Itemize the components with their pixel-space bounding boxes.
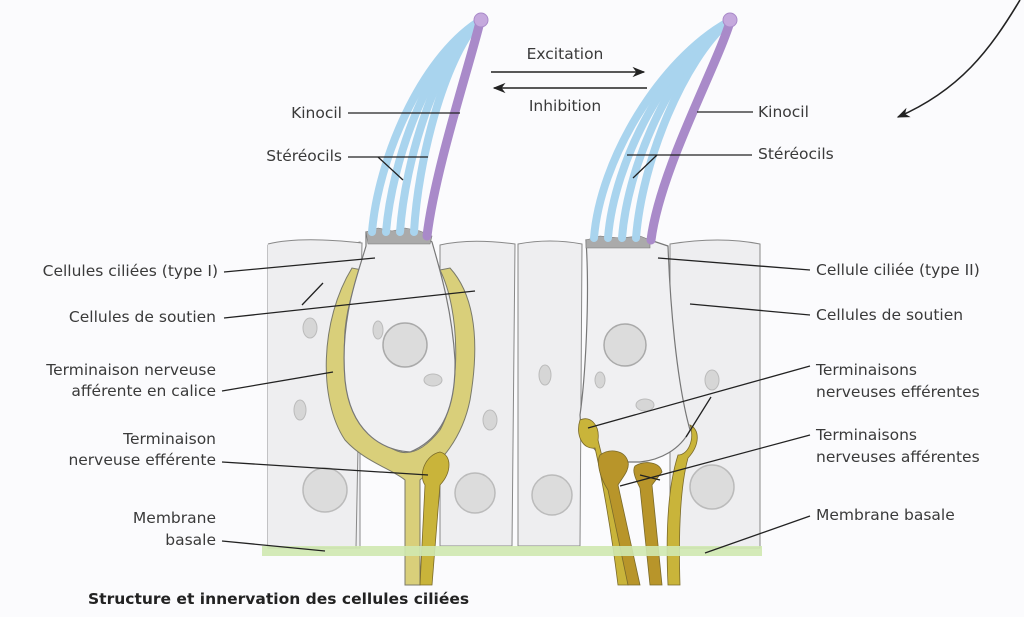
type2-hair-cell [578, 235, 698, 586]
membrane-label-right: Membrane basale [816, 506, 955, 524]
stereocil [410, 18, 482, 236]
calyx-label-line2: afférente en calice [71, 382, 216, 400]
mitochondrion [423, 373, 443, 387]
efferent-label-line2: nerveuse efférente [68, 451, 216, 469]
kinocil [646, 17, 735, 245]
stereocil [632, 18, 732, 242]
leader-lines-right [587, 111, 811, 554]
excitation-label: Excitation [526, 45, 604, 63]
afferent-terminals-label-line1: Terminaisons [816, 426, 917, 444]
curved-arrow [896, 0, 1021, 118]
figure-caption: Structure et innervation des cellules ci… [88, 590, 470, 608]
efferent-terminals-label-line1: Terminaisons [816, 361, 917, 379]
nucleus [603, 323, 647, 367]
hair-bundle-left [368, 12, 489, 241]
supporting-cells-label-left: Cellules de soutien [68, 308, 216, 326]
kinocil [422, 17, 485, 241]
type2-hair-cell-label: Cellule ciliée (type II) [816, 261, 980, 279]
supporting-cell-nuclei [293, 317, 735, 516]
efferent-label-line1: Terminaison [123, 430, 216, 448]
kinocil-label-right: Kinocil [758, 103, 809, 121]
stereocils-label-right: Stéréocils [758, 145, 834, 163]
inhibition-label: Inhibition [528, 97, 602, 115]
supporting-cells-label-right: Cellules de soutien [816, 306, 964, 324]
leader-lines-left [221, 112, 476, 552]
kinocil-tip [722, 12, 738, 28]
supporting-cell-center-right [517, 240, 583, 547]
basal-membrane [262, 546, 762, 556]
efferent-terminal-right [666, 424, 698, 586]
efferent-terminals-label-line2: nerveuses efférentes [816, 383, 980, 401]
kinocil-tip [473, 12, 489, 28]
membrane-label-line1: Membrane [132, 509, 216, 527]
nucleus [382, 322, 428, 368]
membrane-label-line2: basale [165, 531, 216, 549]
afferent-terminals-label-line2: nerveuses afférentes [816, 448, 980, 466]
supporting-cell-right [669, 239, 761, 549]
type1-hair-cell [325, 227, 476, 586]
stereocils-label-left: Stéréocils [266, 147, 342, 165]
hair-bundle-right [590, 12, 738, 245]
calyx-label-line1: Terminaison nerveuse [46, 361, 216, 379]
kinocil-label-left: Kinocil [291, 104, 342, 122]
epithelium [267, 239, 761, 549]
type1-hair-cells-label: Cellules ciliées (type I) [42, 262, 218, 280]
